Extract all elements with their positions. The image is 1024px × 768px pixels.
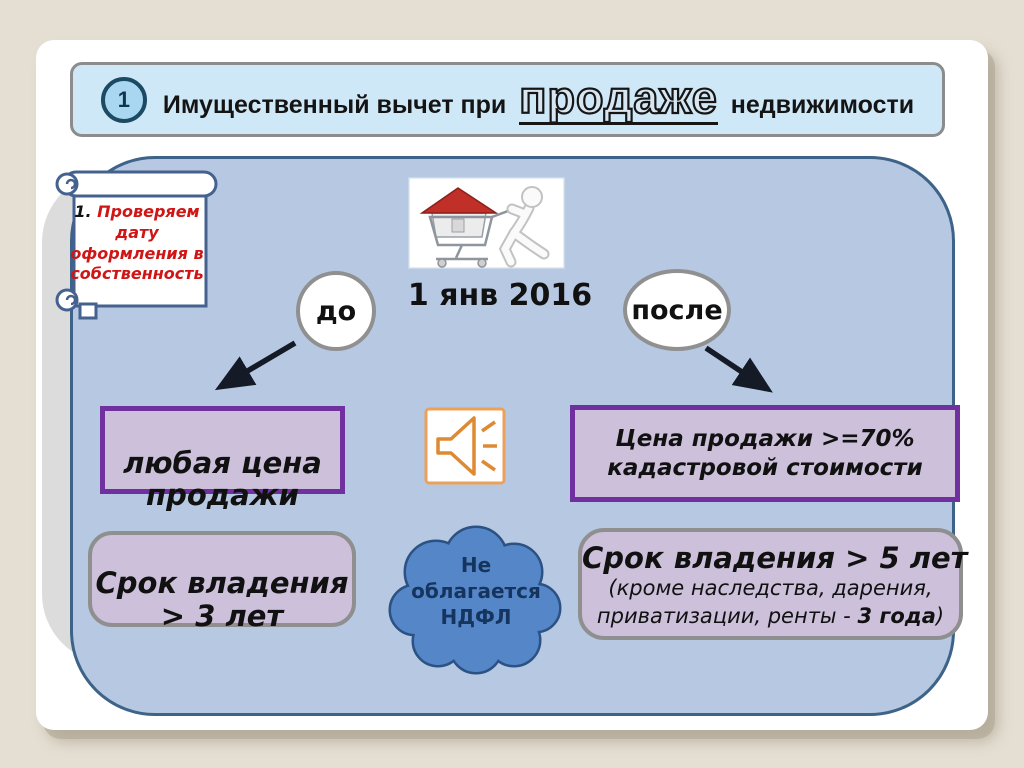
before-label: до <box>315 295 357 327</box>
before-circle: до <box>296 271 376 351</box>
scroll-icon <box>55 170 218 320</box>
no-tax-cloud: Не облагается НДФЛ <box>388 524 563 676</box>
any-sale-price-box: любая цена продажи <box>100 406 345 512</box>
step-number: 1 <box>117 86 130 112</box>
audio-button[interactable] <box>424 407 506 485</box>
note-line2-prefix: приватизации, ренты - <box>596 603 858 628</box>
step-number-badge: 1 <box>100 76 147 123</box>
ownership-5-years-title: Срок владения > 5 лет <box>582 541 968 575</box>
house-cart-photo <box>408 177 565 269</box>
title-suffix: недвижимости <box>730 90 915 119</box>
date-label: 1 янв 2016 <box>407 278 593 313</box>
after-label: после <box>631 294 723 326</box>
speaker-icon <box>424 407 506 485</box>
house-cart-image <box>408 177 565 269</box>
ownership-5-years-note-line2: приватизации, ренты - 3 года) <box>582 603 959 630</box>
cadastral-price-box: Цена продажи >=70% кадастровой стоимости <box>570 405 960 502</box>
scroll-note: 1. Проверяем дату оформления в собственн… <box>52 166 222 324</box>
ownership-3-years-text: Срок владения > 3 лет <box>95 566 349 634</box>
note-number: 1. <box>74 202 92 221</box>
title-bar: 1 Имущественный вычет при продаже недвиж… <box>70 62 945 137</box>
note-text: Проверяем дату оформления в собственност… <box>70 202 204 284</box>
title-prefix: Имущественный вычет при <box>162 90 507 119</box>
no-tax-text: Не облагается НДФЛ <box>411 553 541 629</box>
note-line2-suffix: ) <box>935 603 945 628</box>
cadastral-price-text: Цена продажи >=70% кадастровой стоимости <box>607 425 923 481</box>
ownership-5-years-note-line1: (кроме наследства, дарения, <box>608 576 933 601</box>
page-title: Имущественный вычет при продаже недвижим… <box>162 71 915 125</box>
any-sale-price-text: любая цена продажи <box>123 446 322 513</box>
ownership-5-years-box: Срок владения > 5 лет (кроме наследства,… <box>578 528 968 640</box>
ownership-3-years-box: Срок владения > 3 лет <box>88 531 356 633</box>
note-line2-bold: 3 года <box>857 603 936 628</box>
cloud-icon <box>388 525 562 675</box>
scroll-note-text: 1. Проверяем дату оформления в собственн… <box>66 202 208 285</box>
after-circle: после <box>623 269 731 351</box>
title-highlight: продаже <box>518 71 718 125</box>
